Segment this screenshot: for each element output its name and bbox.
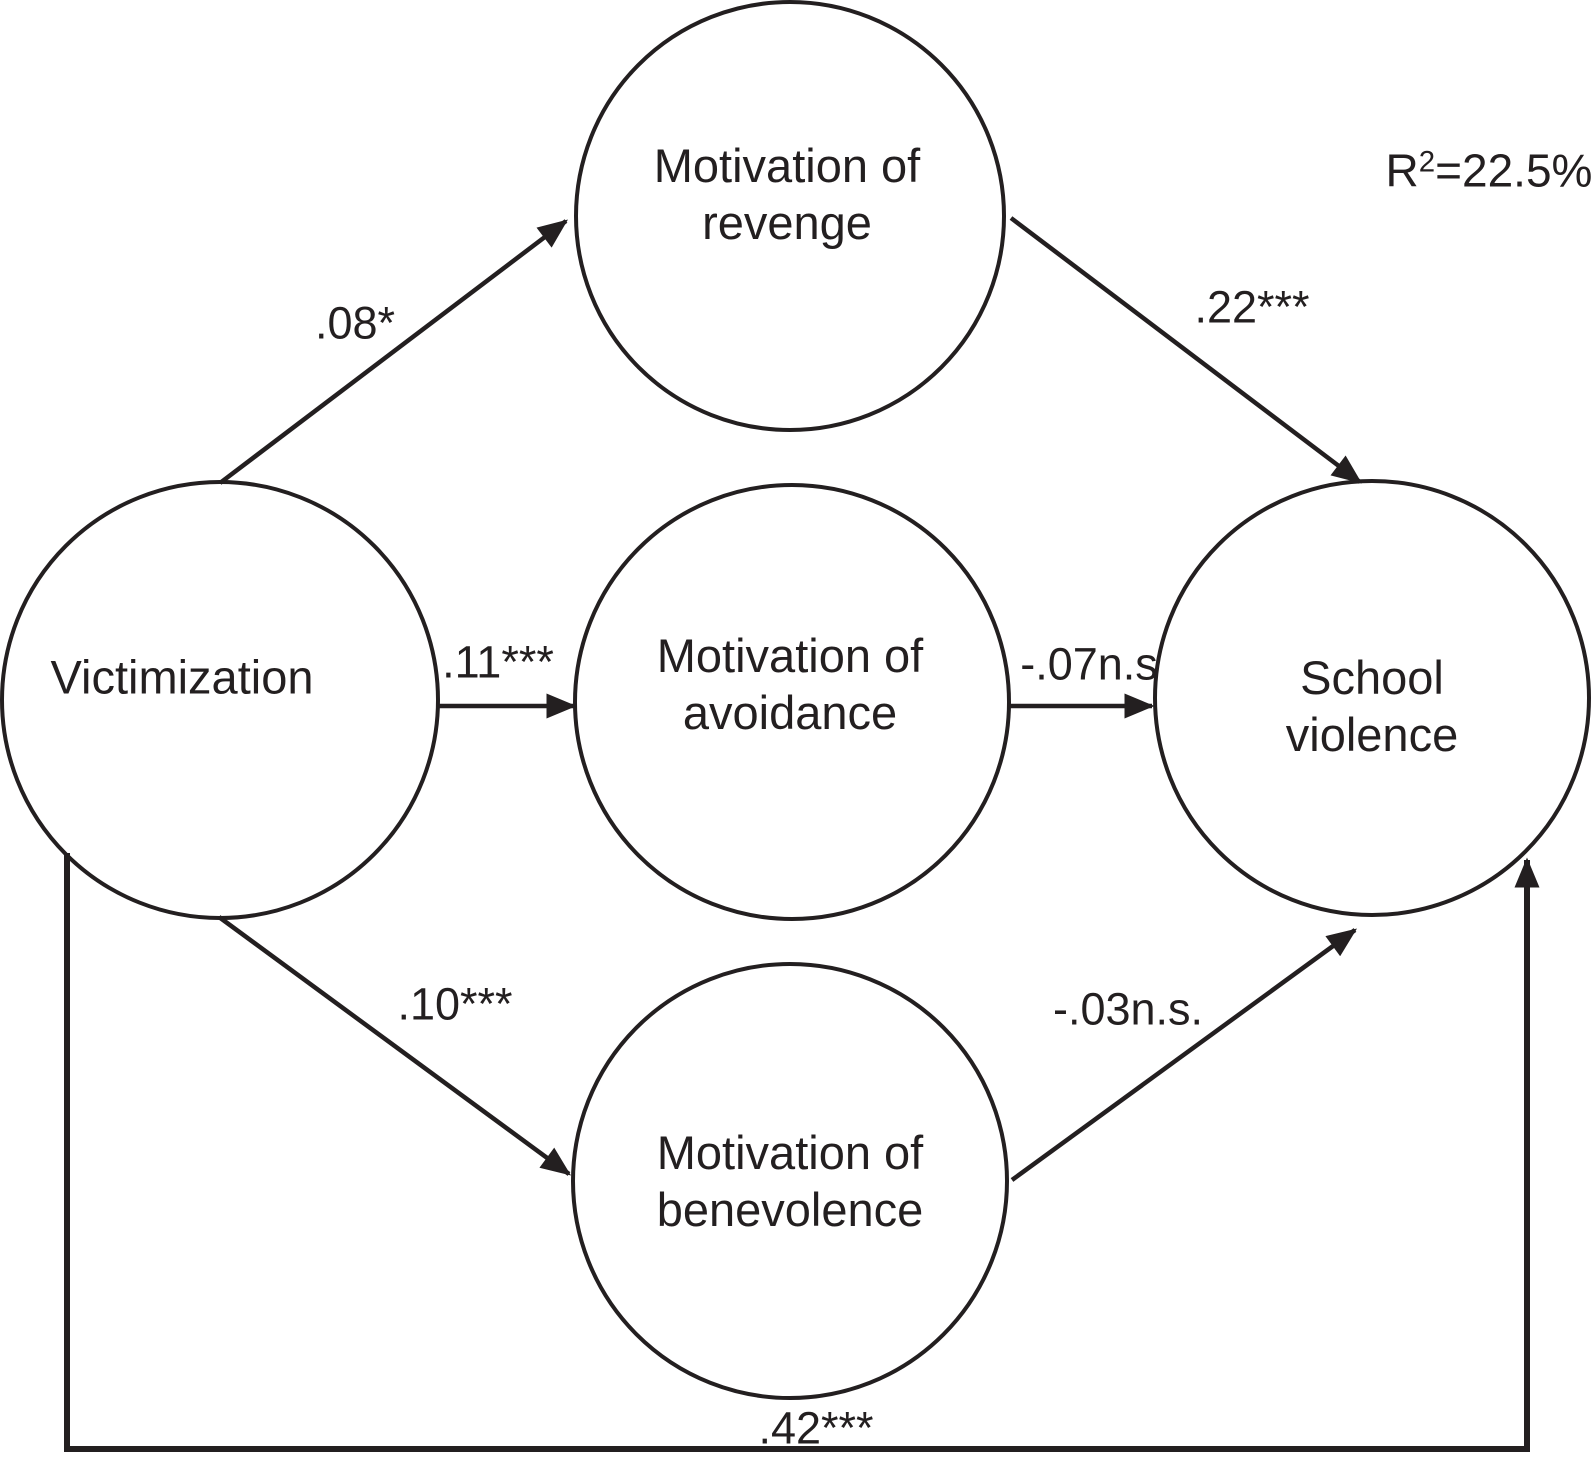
benevolence-label: Motivation of benevolence [657, 1124, 924, 1238]
revenge-label-line1: Motivation of [653, 139, 921, 192]
r-squared-value: =22.5% [1435, 144, 1592, 197]
school-violence-label: School violence [1286, 649, 1458, 763]
coef-benevolence-to-school-violence: -.03n.s. [1052, 983, 1204, 1035]
coef-victimization-to-benevolence: .10*** [397, 978, 513, 1030]
coef-victimization-to-school-violence-direct: .42*** [758, 1402, 874, 1454]
avoidance-label-line2: avoidance [682, 686, 898, 739]
r-squared-annotation: R2=22.5% [1385, 144, 1592, 201]
school-violence-label-line1: School [1300, 651, 1444, 704]
arrow-revenge-to-school-violence [1009, 216, 1362, 484]
avoidance-label: Motivation of avoidance [657, 627, 923, 741]
benevolence-label-line1: Motivation of [656, 1126, 924, 1179]
school-violence-node [1153, 479, 1591, 917]
benevolence-label-line2: benevolence [656, 1183, 924, 1236]
arrow-victimization-to-benevolence [217, 915, 572, 1176]
coef-victimization-to-avoidance: .11*** [442, 636, 554, 688]
victimization-label: Victimization [51, 649, 314, 706]
coef-victimization-to-revenge: .08* [314, 297, 396, 349]
coef-revenge-to-school-violence: .22*** [1194, 281, 1310, 333]
arrow-victimization-to-revenge [218, 219, 568, 485]
avoidance-label-line1: Motivation of [656, 629, 924, 682]
victimization-label-line1: Victimization [50, 650, 314, 704]
revenge-label: Motivation of revenge [654, 137, 920, 251]
revenge-node [574, 0, 1006, 432]
revenge-label-line2: revenge [702, 196, 872, 249]
r-squared-exponent: 2 [1418, 145, 1436, 179]
benevolence-node [571, 962, 1009, 1400]
r-squared-base: R [1385, 144, 1419, 197]
arrow-victimization-to-school-violence-direct [64, 853, 1540, 1452]
coef-avoidance-to-school-violence: -.07n.s [1020, 638, 1158, 690]
school-violence-label-line2: violence [1285, 708, 1459, 761]
arrow-benevolence-to-school-violence [1010, 928, 1358, 1182]
